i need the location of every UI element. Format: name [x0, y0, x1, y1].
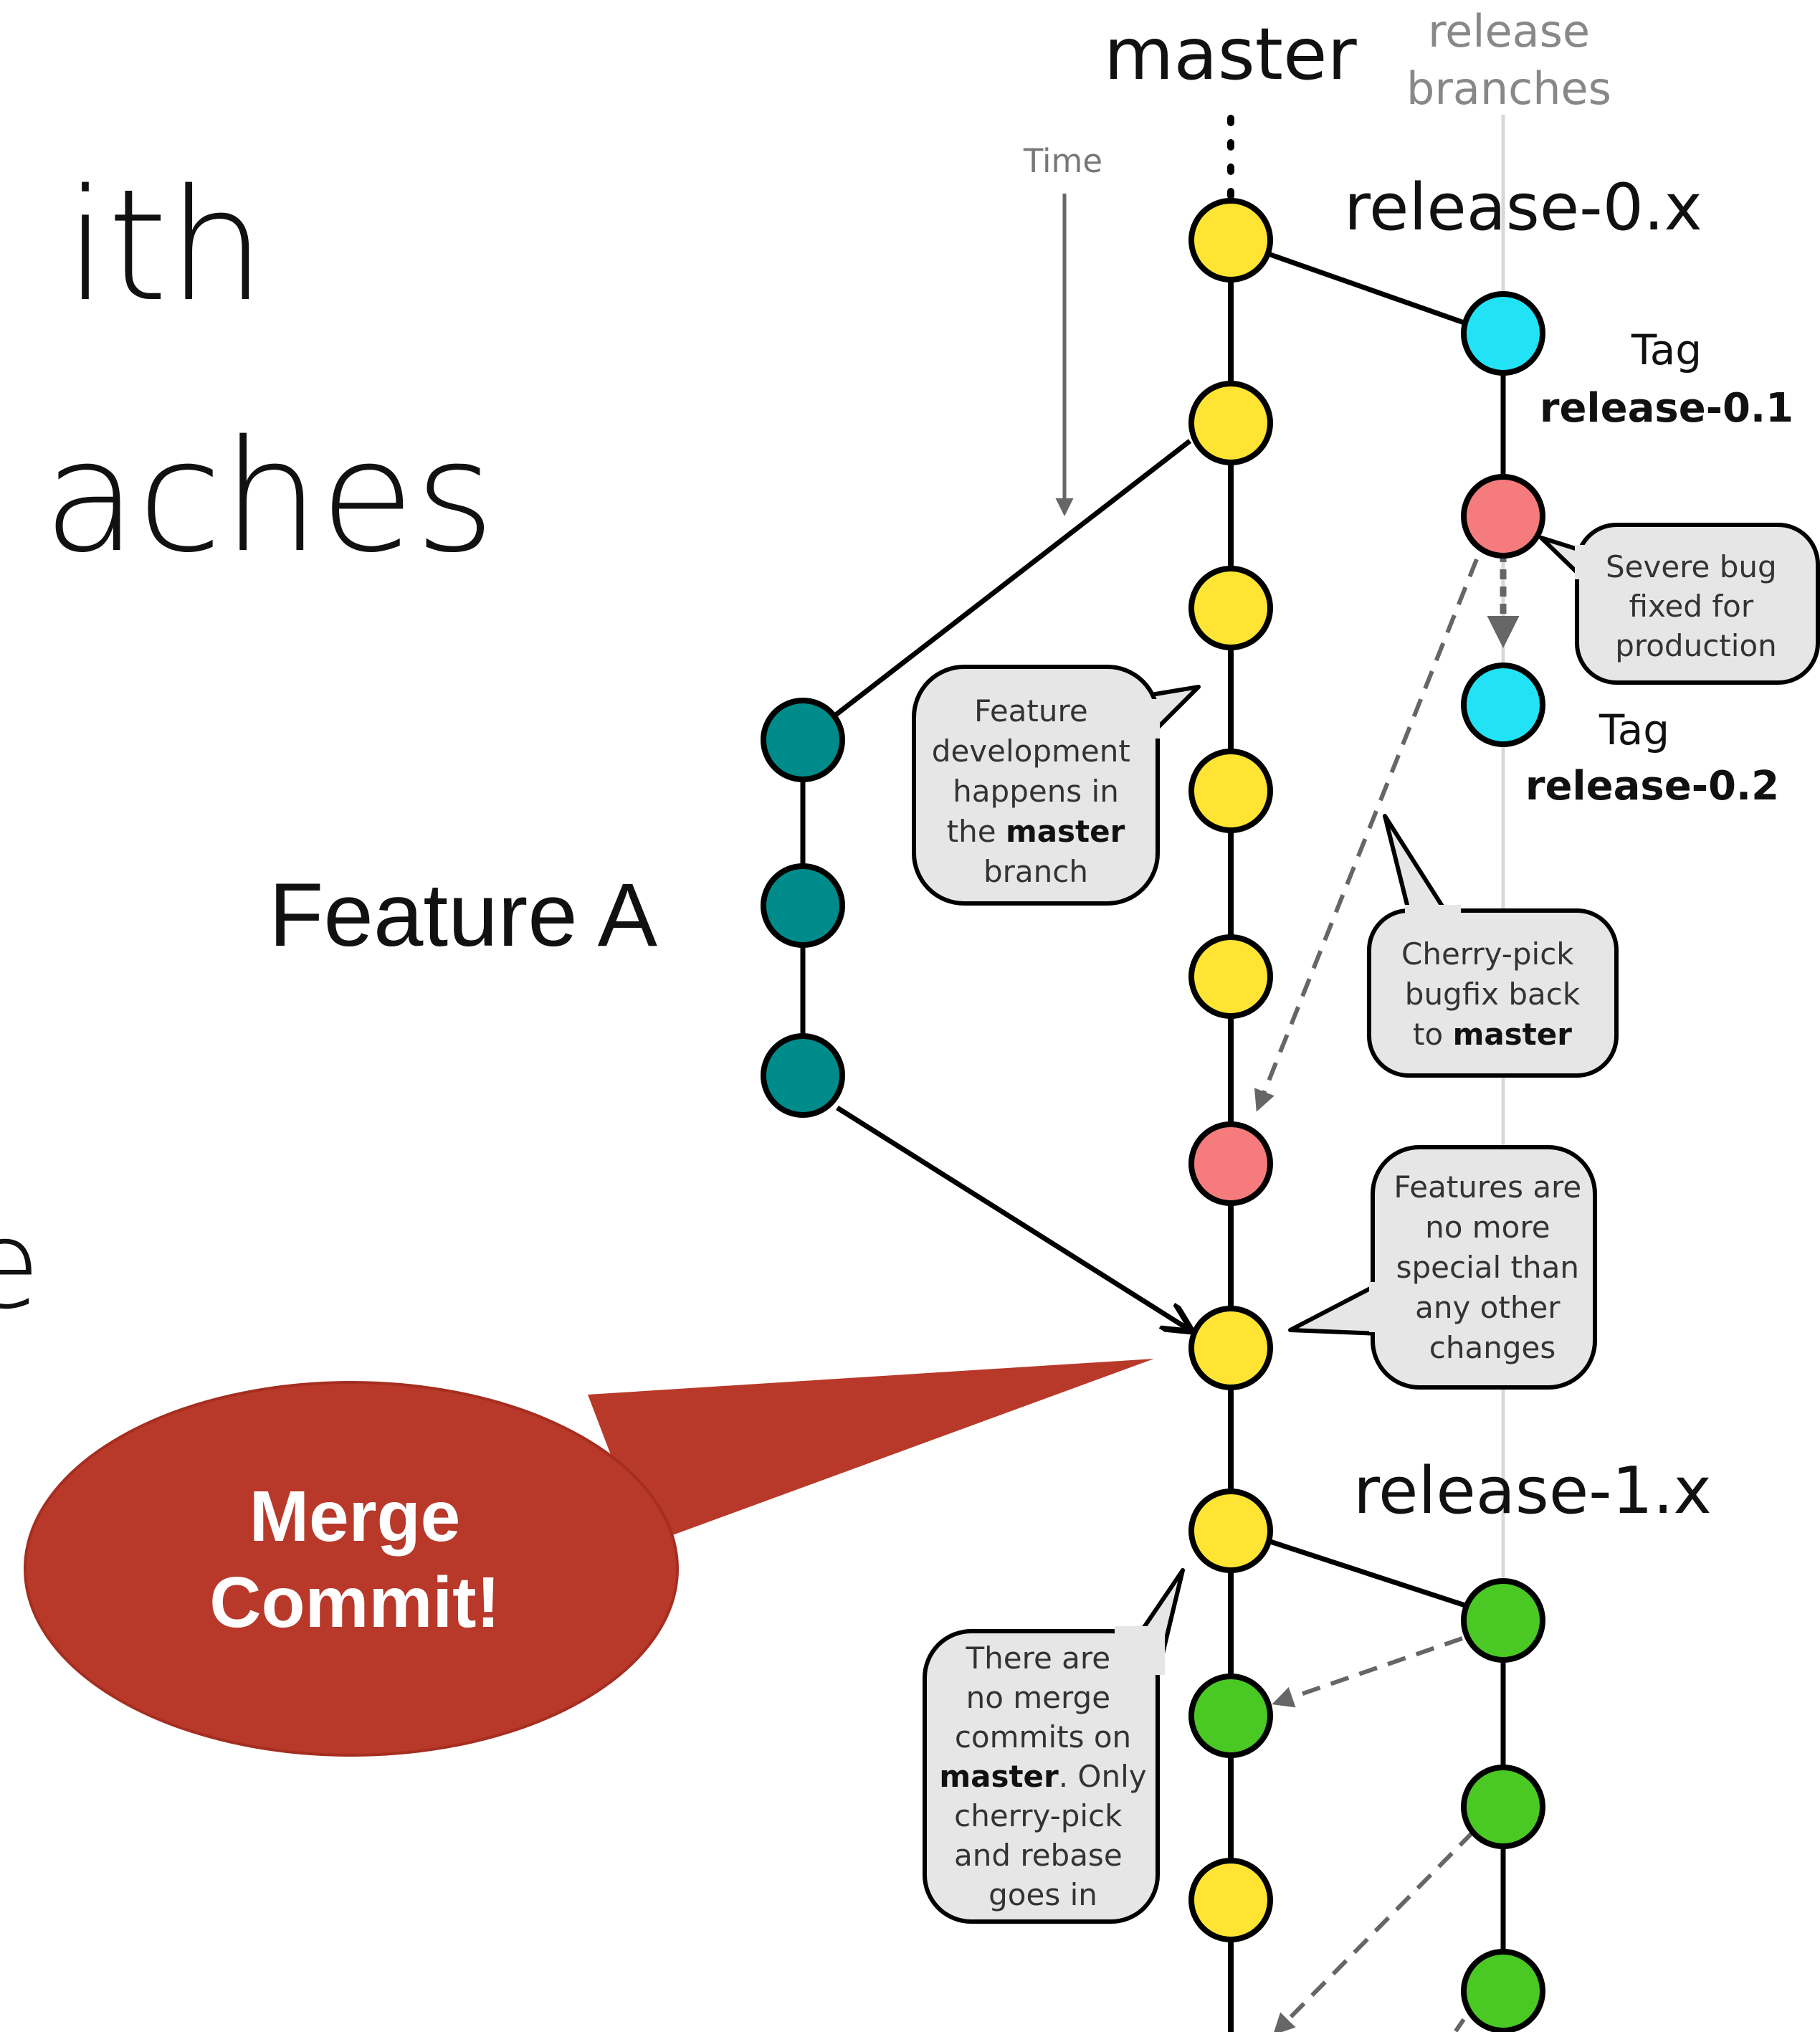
note-no-merge-line-4-suffix: . Only [1059, 1759, 1147, 1794]
release-commits [1461, 291, 1545, 2032]
tag-1-name: release-0.1 [1540, 385, 1793, 432]
note-severe-bug-line-2: fixed for [1629, 589, 1754, 624]
master-commit-4 [1188, 749, 1273, 833]
svg-text:cherry-pick and rebase: cherry-pick and rebase goes in [954, 1798, 1132, 1912]
note-features-special: Features are no more special than any ot… [1288, 1145, 1597, 1390]
svg-text:Feature development: Feature development happens in [932, 693, 1140, 809]
merge-commit-callout [24, 1359, 1154, 1757]
feature-merge-arrow [836, 1106, 1190, 1330]
svg-text:Cherry-pick bugfix back: Cherry-pick bugfix back [1401, 936, 1583, 1012]
feature-a-label: Feature A [269, 865, 657, 965]
release-1x-label: release-1.x [1353, 1453, 1712, 1529]
feature-commit-2 [761, 863, 845, 948]
note-no-merge-line-4-bold: master [939, 1759, 1059, 1794]
note-severe-bug-line-3: production [1615, 628, 1777, 663]
note-feature-dev-line-4-bold: master [1006, 814, 1125, 849]
release-bugfix-commit [1461, 474, 1545, 559]
slide-title-line-1: ith [65, 156, 266, 336]
note-no-merge-line-7: goes in [988, 1877, 1097, 1912]
release-0x-branch-line [1269, 252, 1469, 327]
note-no-merge-line-2: no merge [966, 1680, 1110, 1715]
release-1x-commit-2 [1461, 1765, 1545, 1849]
note-feature-development: Feature development happens in the maste… [912, 665, 1201, 906]
master-commit-8 [1188, 1858, 1273, 1942]
note-features-special-line-5: changes [1429, 1330, 1555, 1365]
time-label: Time [1023, 142, 1102, 180]
svg-text:to master: to master [1413, 1017, 1572, 1052]
svg-text:master. Only: master. Only [939, 1759, 1146, 1794]
note-cherry-pick-line-3-prefix: to [1413, 1017, 1453, 1052]
note-cherry-pick-line-1: Cherry-pick [1401, 936, 1574, 972]
feature-commit-3 [761, 1033, 845, 1118]
master-label: master [1104, 12, 1358, 96]
cherry-pick-arrow [1254, 558, 1479, 1112]
tag-2-name: release-0.2 [1525, 763, 1779, 810]
release-0-1-tag-commit [1461, 291, 1545, 376]
slide-title-line-2: aches [43, 407, 495, 587]
master-cherry-pick-1 [1188, 1673, 1273, 1758]
note-no-merge-line-3: commits on [955, 1719, 1131, 1755]
master-commit-5 [1188, 934, 1273, 1019]
release-1x-commit-1 [1461, 1578, 1545, 1663]
note-features-special-line-3: special than [1396, 1250, 1579, 1285]
note-feature-dev-line-2: development [932, 733, 1130, 769]
callout-line-1: Merge [249, 1476, 461, 1557]
master-merge-commit [1188, 1306, 1273, 1390]
cherry-pick-1x-arrow-a [1272, 1636, 1463, 1708]
master-commit-3 [1188, 566, 1273, 650]
cherry-pick-1x-arrow-b [1272, 1830, 1475, 2032]
note-feature-dev-line-4-prefix: the [947, 814, 1006, 849]
note-no-merge-line-6: and rebase [954, 1838, 1123, 1873]
svg-text:the master: the master [947, 814, 1125, 849]
master-commit-1 [1188, 198, 1273, 283]
release-0-2-tag-commit [1461, 663, 1545, 747]
svg-text:Severe bug fixed for: Severe bug fixed for production [1606, 549, 1786, 663]
note-feature-dev-line-5: branch [983, 854, 1088, 889]
callout-line-2: Commit! [209, 1562, 500, 1643]
master-commit-2 [1188, 381, 1273, 465]
note-severe-bug-line-1: Severe bug [1606, 549, 1777, 584]
note-cherry-pick-line-3-bold: master [1453, 1017, 1573, 1052]
slide-body-fragment: e [0, 1195, 41, 1337]
note-features-special-line-1: Features are [1393, 1169, 1581, 1205]
release-1x-branch-line [1269, 1539, 1469, 1609]
tag-2-word: Tag [1599, 706, 1669, 754]
feature-branch-out-line [831, 439, 1192, 719]
note-no-merge-commits: There are no merge commits on master. On… [923, 1568, 1185, 1924]
svg-text:Features are no more: Features are no more special than any ot… [1393, 1169, 1591, 1365]
release-branches-label-line-1: release [1428, 5, 1590, 57]
master-commit-7 [1188, 1489, 1273, 1573]
release-branches-label-line-2: branches [1406, 62, 1611, 115]
note-features-special-line-2: no more [1425, 1210, 1550, 1245]
note-feature-dev-line-1: Feature [974, 693, 1088, 728]
note-feature-dev-line-3: happens in [953, 774, 1119, 809]
note-severe-bug: Severe bug fixed for production [1539, 523, 1820, 685]
master-cherry-picked-bugfix [1188, 1121, 1273, 1206]
feature-a-commits [761, 698, 845, 1118]
tag-1-word: Tag [1631, 326, 1702, 374]
release-0x-label: release-0.x [1344, 170, 1702, 245]
merge-commit-callout-text: Merge Commit! [165, 1473, 545, 1646]
note-no-merge-line-1: There are [966, 1641, 1111, 1676]
svg-text:There are no merge: There are no merge commits on [955, 1641, 1131, 1755]
note-no-merge-line-5: cherry-pick [954, 1798, 1123, 1833]
note-features-special-line-4: any other [1415, 1290, 1561, 1325]
note-cherry-pick: Cherry-pick bugfix back to master [1367, 814, 1619, 1078]
master-commits [1188, 198, 1273, 1942]
release-1x-commit-3 [1461, 1949, 1545, 2032]
feature-commit-1 [761, 698, 845, 782]
note-cherry-pick-line-2: bugfix back [1405, 977, 1581, 1012]
